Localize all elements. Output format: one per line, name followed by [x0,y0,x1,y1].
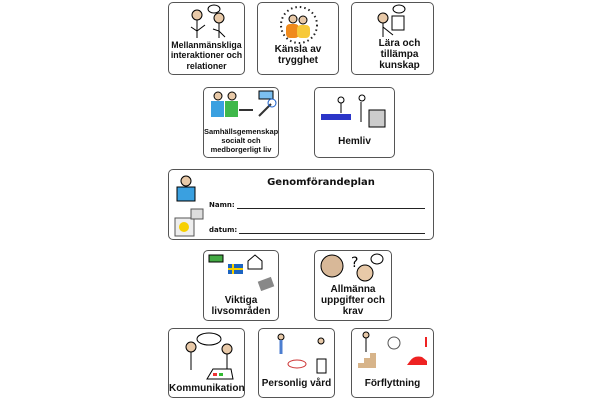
safe-people-icon [280,6,318,44]
plan-title: Genomförandeplan [267,177,375,188]
life-areas-icon [208,254,275,291]
card-general-tasks[interactable]: ? Allmänna uppgifter och krav [314,250,392,321]
card-label: Mellanmänskliga interaktioner och relati… [170,39,243,71]
learning-icon [377,4,406,37]
communication-icon [185,332,234,380]
card-learning[interactable]: Lära och tillämpa kunskap [351,2,434,75]
card-label: Förflyttning [364,378,421,389]
date-field[interactable]: datum: [209,225,425,234]
plan-card: Genomförandeplan Namn: datum: [168,169,434,240]
name-field[interactable]: Namn: [209,200,425,209]
card-label: Känsla av trygghet [274,44,322,66]
card-interactions[interactable]: Mellanmänskliga interaktioner och relati… [168,2,245,75]
svg-text:?: ? [351,255,358,271]
two-people-talking-icon [190,4,226,38]
card-safety[interactable]: Känsla av trygghet [257,2,339,75]
card-label: Viktiga livsområden [211,295,271,317]
card-communication[interactable]: Kommunikation [168,328,245,398]
card-label: Personlig vård [261,378,332,389]
date-label: datum: [209,226,238,234]
home-life-icon [321,94,386,128]
card-label: Samhällsgemenskap socialt och medborgerl… [204,127,279,154]
worried-face-icon: ? [320,253,384,282]
name-label: Namn: [209,201,235,209]
plan-person-icon [174,175,204,237]
card-label: Allmänna uppgifter och krav [321,284,385,317]
card-label: Hemliv [338,136,371,147]
card-personal-care[interactable]: Personlig vård [258,328,335,398]
mobility-icon [358,331,427,368]
personal-care-icon [277,333,327,374]
card-life-areas[interactable]: Viktiga livsområden [203,250,279,321]
card-label: Kommunikation [169,383,245,394]
card-label: Lära och tillämpa kunskap [378,38,421,71]
card-community[interactable]: Samhällsgemenskap socialt och medborgerl… [203,87,279,158]
card-mobility[interactable]: Förflyttning [351,328,434,398]
community-icon [211,90,277,117]
card-home-life[interactable]: Hemliv [314,87,395,158]
